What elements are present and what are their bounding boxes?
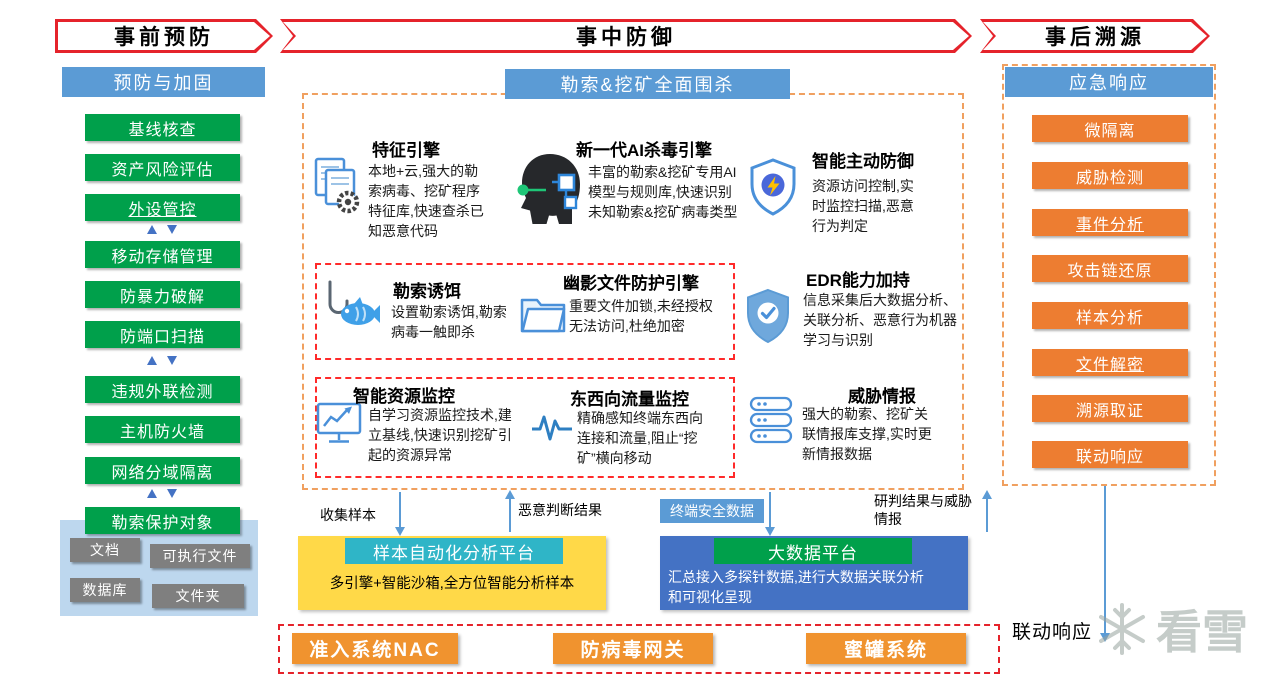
monitor-chart-icon (316, 402, 362, 451)
right-item-linkage-response: 联动响应 (1032, 441, 1188, 468)
feature-desc-signature-engine: 本地+云,强大的勒索病毒、挖矿程序特征库,快速查杀已知恶意代码 (368, 163, 484, 239)
right-item-threat-detection: 威胁检测 (1032, 162, 1188, 189)
left-item-asset-risk: 资产风险评估 (85, 154, 240, 181)
mid-section-header: 勒索&挖矿全面围杀 (505, 69, 790, 99)
left-item-anti-portscan: 防端口扫描 (85, 321, 240, 348)
arrow-down-linkage-response (1100, 486, 1110, 642)
banner-post-incident: 事后溯源 (980, 19, 1210, 53)
arrow-up-intel-result (982, 490, 992, 532)
flow-label-intel-result: 研判结果与威胁情报 (874, 493, 972, 528)
system-honeypot: 蜜罐系统 (806, 633, 966, 664)
feature-desc-resource-monitor: 自学习资源监控技术,建立基线,快速识别挖矿引起的资源异常 (368, 407, 512, 463)
pulse-icon (530, 412, 574, 447)
folder-icon (520, 294, 566, 339)
protect-object-folders: 文件夹 (152, 584, 244, 608)
banner-post-label: 事后溯源 (1045, 26, 1145, 49)
bigdata-platform-desc: 汇总接入多探针数据,进行大数据关联分析和可视化呈现 (668, 569, 924, 606)
right-item-event-analysis: 事件分析 (1032, 209, 1188, 236)
up-down-arrows-icon (147, 356, 177, 365)
feature-desc-threat-intel: 强大的勒索、挖矿关联情报库支撑,实时更新情报数据 (802, 406, 932, 462)
up-down-arrows-icon (147, 225, 177, 234)
kanxue-watermark: 看雪 (1094, 596, 1248, 662)
system-nac: 准入系统NAC (292, 633, 458, 664)
right-item-forensics: 溯源取证 (1032, 395, 1188, 422)
protect-object-database: 数据库 (70, 578, 140, 602)
feature-title-ai-engine: 新一代AI杀毒引擎 (576, 141, 712, 160)
ai-head-icon (512, 150, 584, 241)
left-item-baseline-check: 基线核查 (85, 114, 240, 141)
flow-label-collect-samples: 收集样本 (320, 507, 376, 523)
left-item-outreach-detection: 违规外联检测 (85, 376, 240, 403)
right-response-container (1002, 64, 1216, 486)
database-icon (748, 396, 794, 451)
left-item-peripheral-control: 外设管控 (85, 194, 240, 221)
protect-object-documents: 文档 (70, 538, 140, 562)
banner-mid-label: 事中防御 (576, 26, 676, 49)
shield-lightning-icon (748, 158, 798, 221)
feature-title-ghost-file: 幽影文件防护引擎 (563, 274, 699, 293)
sample-platform-desc: 多引擎+智能沙箱,全方位智能分析样本 (329, 576, 575, 592)
feature-desc-ransom-bait: 设置勒索诱饵,勒索病毒一触即杀 (391, 304, 507, 340)
banner-pre-incident: 事前预防 (55, 19, 273, 53)
feature-title-edr: EDR能力加持 (806, 271, 910, 290)
feature-title-ransom-bait: 勒索诱饵 (393, 282, 461, 301)
feature-desc-active-defense: 资源访问控制,实时监控扫描,恶意行为判定 (812, 178, 914, 234)
right-item-file-decrypt: 文件解密 (1032, 349, 1188, 376)
right-item-micro-isolation: 微隔离 (1032, 115, 1188, 142)
banner-mid-incident: 事中防御 (280, 19, 972, 53)
document-gear-icon (312, 156, 364, 221)
banner-shape-inner (283, 22, 969, 50)
shield-check-icon (744, 288, 792, 349)
fish-hook-icon (320, 280, 380, 337)
feature-title-threat-intel: 威胁情报 (848, 387, 916, 406)
left-item-network-isolation: 网络分域隔离 (85, 457, 240, 484)
feature-title-signature-engine: 特征引擎 (372, 141, 440, 160)
snowflake-icon (1099, 603, 1145, 655)
sample-platform-title: 样本自动化分析平台 (345, 538, 563, 564)
left-item-anti-bruteforce: 防暴力破解 (85, 281, 240, 308)
flow-label-malicious-result: 恶意判断结果 (518, 502, 602, 518)
feature-desc-eastwest-traffic: 精确感知终端东西向连接和流量,阻止“挖矿”横向移动 (577, 410, 703, 466)
feature-title-eastwest-traffic: 东西向流量监控 (570, 390, 689, 409)
banner-shape-inner (58, 22, 270, 50)
bait-ghost-group-box (315, 263, 735, 360)
feature-title-resource-monitor: 智能资源监控 (353, 387, 455, 406)
banner-shape-inner (983, 22, 1207, 50)
right-section-header: 应急响应 (1005, 67, 1213, 97)
arrow-up-malicious-result (505, 490, 515, 532)
up-down-arrows-icon (147, 489, 177, 498)
linked-systems-container (278, 624, 1000, 674)
bigdata-platform-title: 大数据平台 (714, 538, 912, 564)
flow-label-linkage-response: 联动响应 (1012, 622, 1093, 643)
banner-pre-label: 事前预防 (114, 26, 214, 49)
feature-desc-ghost-file: 重要文件加锁,未经授权无法访问,杜绝加密 (569, 298, 713, 334)
feature-desc-edr: 信息采集后大数据分析、关联分析、恶意行为机器学习与识别 (803, 292, 957, 348)
protect-object-executables: 可执行文件 (150, 544, 250, 568)
arrow-down-endpoint-data (765, 492, 775, 536)
right-item-sample-analysis: 样本分析 (1032, 302, 1188, 329)
left-item-host-firewall: 主机防火墙 (85, 416, 240, 443)
arrow-down-collect-samples (395, 492, 405, 536)
left-section-header: 预防与加固 (62, 67, 265, 97)
feature-title-active-defense: 智能主动防御 (812, 152, 914, 171)
flow-label-endpoint-data: 终端安全数据 (660, 499, 764, 523)
left-item-mobile-storage: 移动存储管理 (85, 241, 240, 268)
resource-traffic-group-box (315, 377, 735, 478)
right-item-attack-chain: 攻击链还原 (1032, 255, 1188, 282)
watermark-text: 看雪 (1156, 606, 1248, 658)
system-antivirus-gateway: 防病毒网关 (553, 633, 713, 664)
protect-objects-header: 勒索保护对象 (85, 507, 240, 534)
feature-desc-ai-engine: 丰富的勒索&挖矿专用AI模型与规则库,快速识别未知勒索&挖矿病毒类型 (588, 164, 738, 220)
